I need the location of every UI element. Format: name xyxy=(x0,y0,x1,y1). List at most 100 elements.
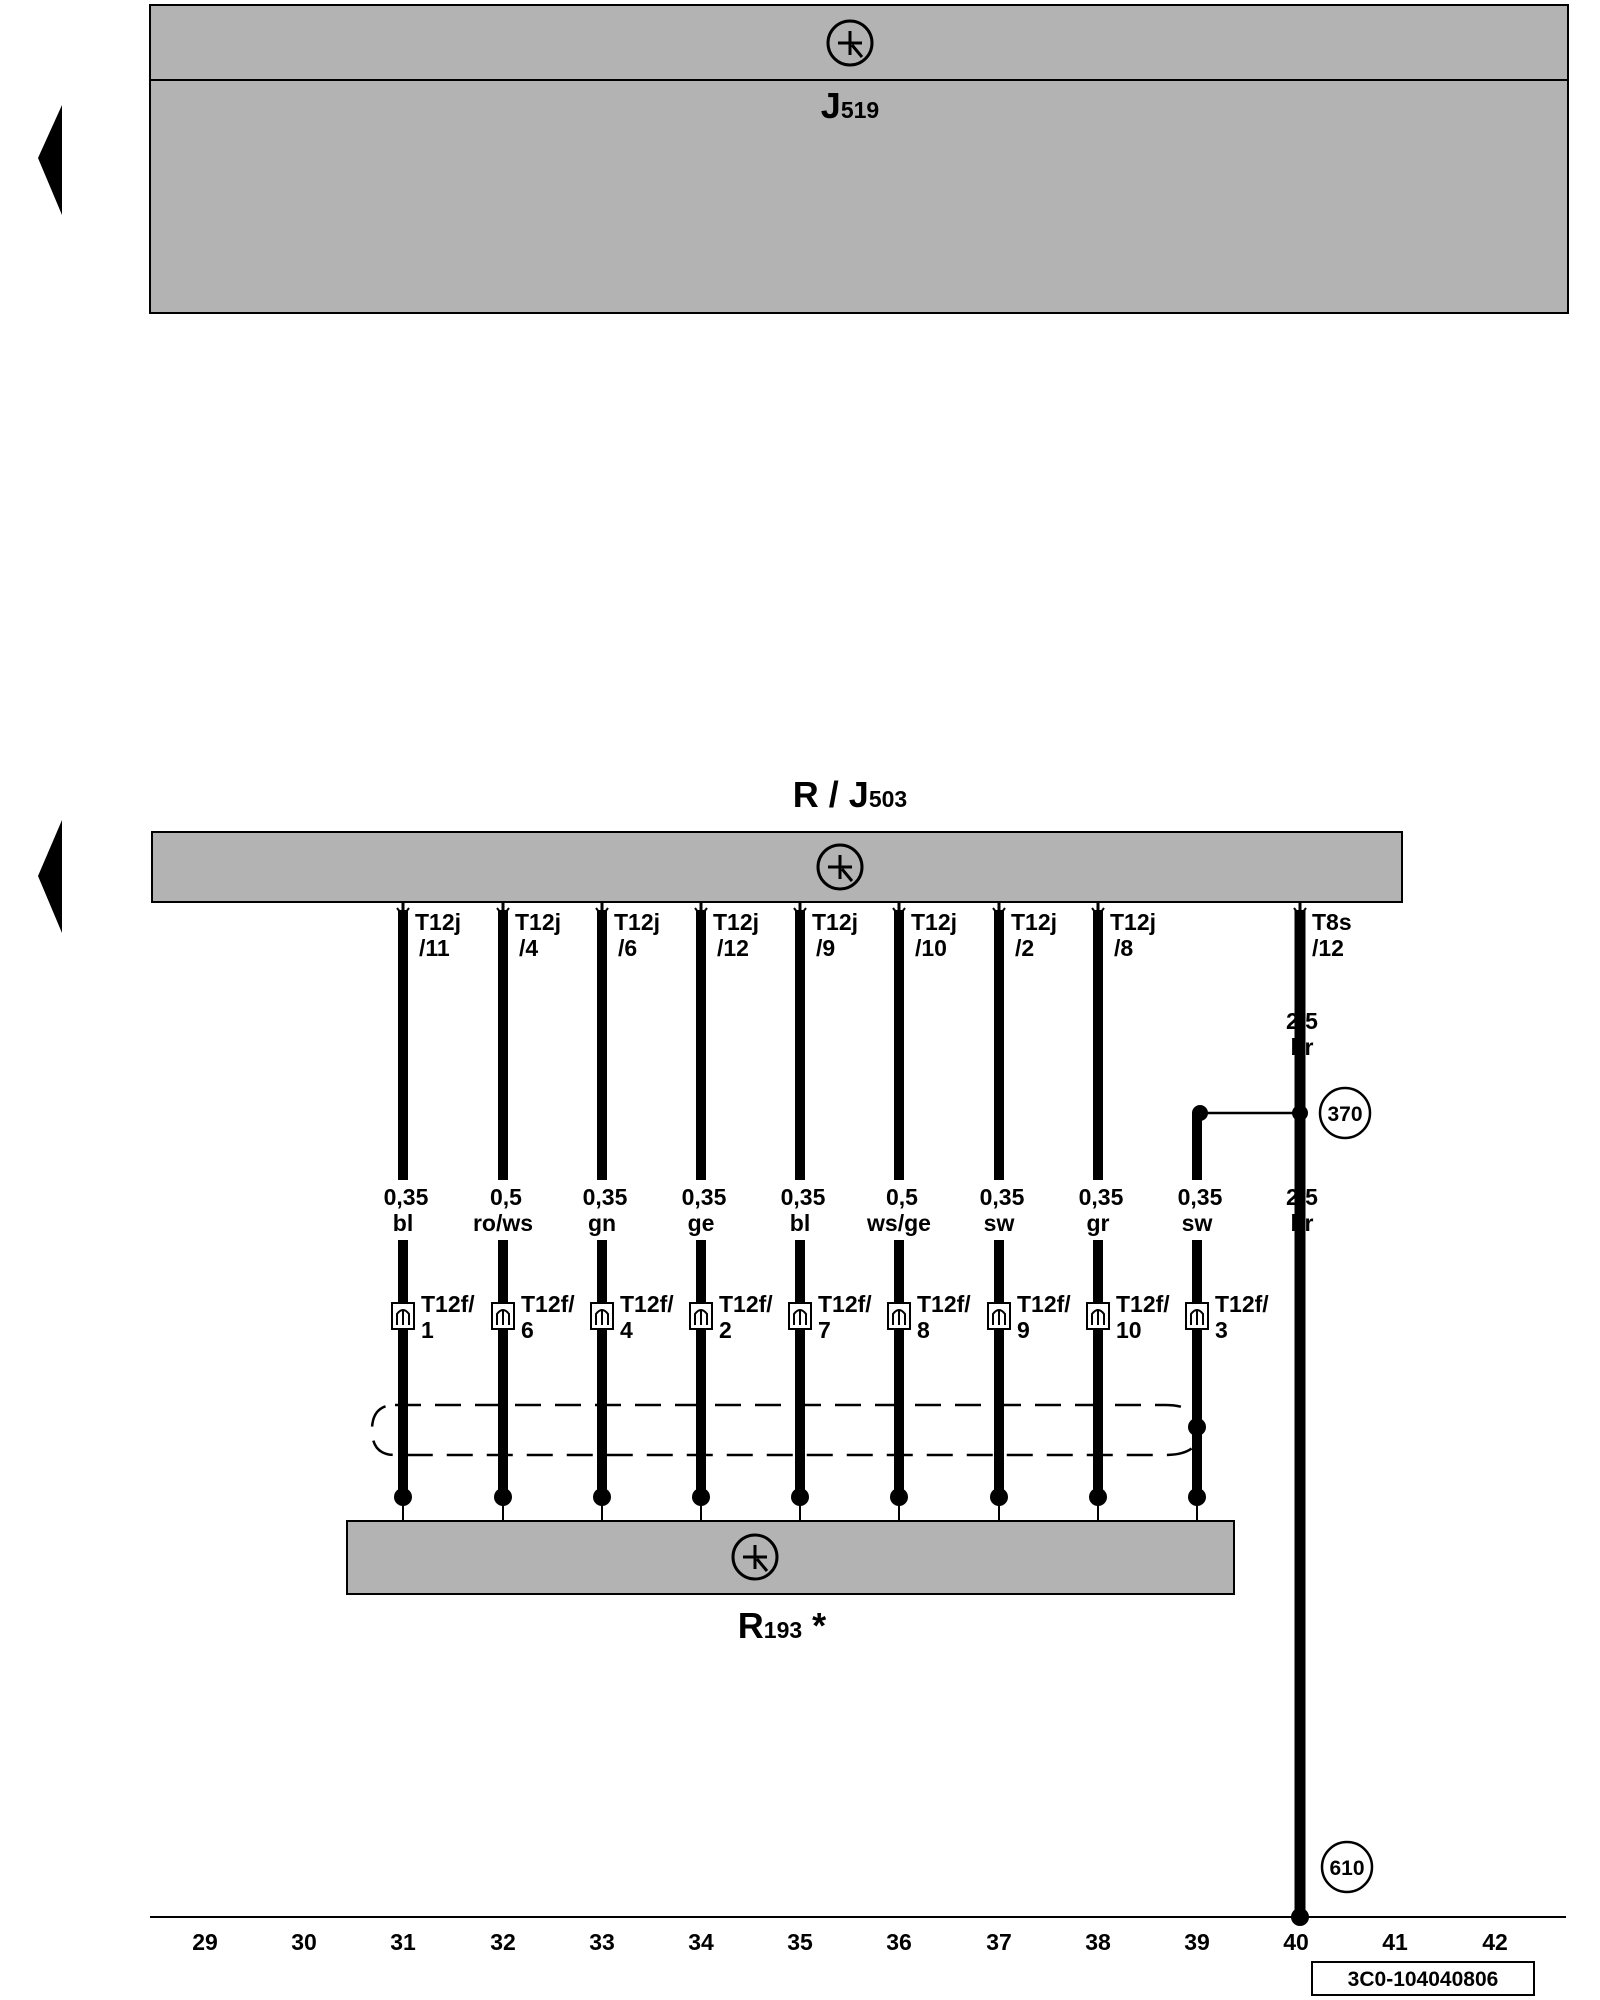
pin-label: /4 xyxy=(519,935,538,961)
pin-label: /10 xyxy=(915,935,947,961)
shield-junction-dot xyxy=(1188,1418,1206,1436)
connector-arrow-icon xyxy=(1293,902,1307,917)
pin-label: T12f/ xyxy=(1215,1291,1269,1317)
column-number: 32 xyxy=(490,1929,516,1955)
wire-spec-label: 2,5 xyxy=(1286,1184,1318,1210)
column-number: 30 xyxy=(291,1929,317,1955)
pin-label: T12f/ xyxy=(719,1291,773,1317)
terminal-dot xyxy=(890,1488,908,1506)
pin-label: T12f/ xyxy=(1116,1291,1170,1317)
pin-label: 8 xyxy=(917,1317,930,1343)
pin-label: T12j xyxy=(515,909,561,935)
column-number: 33 xyxy=(589,1929,615,1955)
terminal-dot xyxy=(394,1488,412,1506)
pin-label: T8s xyxy=(1312,909,1352,935)
pin-label: T12j xyxy=(415,909,461,935)
pin-label: 10 xyxy=(1116,1317,1142,1343)
terminal-dot xyxy=(494,1488,512,1506)
wire-spec-label: bl xyxy=(790,1210,810,1236)
connector-arrow-icon xyxy=(496,902,510,917)
terminal-dot xyxy=(990,1488,1008,1506)
terminal-dot xyxy=(593,1488,611,1506)
pin-label: /12 xyxy=(1312,935,1344,961)
inline-connector-icon xyxy=(887,1302,911,1330)
pin-label: T12f/ xyxy=(818,1291,872,1317)
pin-label: 3 xyxy=(1215,1317,1228,1343)
module-symbol-icon xyxy=(826,19,874,67)
connector-arrow-icon xyxy=(793,902,807,917)
wire-spec-label: 0,35 xyxy=(781,1184,826,1210)
inline-connector-icon xyxy=(1086,1302,1110,1330)
pin-label: 7 xyxy=(818,1317,831,1343)
wire-spec-label: 0,5 xyxy=(886,1184,918,1210)
inline-connector-icon xyxy=(689,1302,713,1330)
document-id: 3C0-104040806 xyxy=(1348,1968,1499,1991)
column-number: 38 xyxy=(1085,1929,1111,1955)
connector-arrow-icon xyxy=(1091,902,1105,917)
wire-spec-label: br xyxy=(1291,1034,1314,1060)
pin-label: T12j xyxy=(1110,909,1156,935)
ground-wire: T8s /12 2,5 br 370 2,5 br 610 xyxy=(1192,902,1374,1926)
inline-connector-icon xyxy=(491,1302,515,1330)
document-id-box: 3C0-104040806 xyxy=(1311,1961,1535,1996)
wire-spec-label: 0,35 xyxy=(384,1184,429,1210)
component-label-r193: R193* xyxy=(738,1605,826,1646)
column-number: 42 xyxy=(1482,1929,1508,1955)
column-number: 31 xyxy=(390,1929,416,1955)
page-back-arrow-bottom[interactable] xyxy=(38,820,62,933)
wire-spec-label: ws/ge xyxy=(866,1210,931,1236)
column-number: 29 xyxy=(192,1929,218,1955)
module-symbol-icon xyxy=(731,1533,779,1581)
wire-spec-label: 0,35 xyxy=(1079,1184,1124,1210)
pin-label: T12j xyxy=(812,909,858,935)
reference-circle-610: 610 xyxy=(1320,1840,1374,1894)
pin-label: T12f/ xyxy=(620,1291,674,1317)
column-number: 40 xyxy=(1283,1929,1309,1955)
pin-label: T12f/ xyxy=(521,1291,575,1317)
connector-arrow-icon xyxy=(396,902,410,917)
inline-connector-icon xyxy=(590,1302,614,1330)
column-number: 34 xyxy=(688,1929,714,1955)
inline-connector-icon xyxy=(987,1302,1011,1330)
pin-label: 2 xyxy=(719,1317,732,1343)
pin-label: /6 xyxy=(618,935,637,961)
module-symbol-icon xyxy=(816,843,864,891)
column-number: 36 xyxy=(886,1929,912,1955)
shield-loop xyxy=(370,1403,1202,1457)
wire-spec-label: sw xyxy=(1182,1210,1213,1236)
junction-dot xyxy=(1192,1105,1208,1121)
pin-label: 9 xyxy=(1017,1317,1030,1343)
pin-label: T12f/ xyxy=(1017,1291,1071,1317)
pin-label: 4 xyxy=(620,1317,633,1343)
terminal-dot xyxy=(791,1488,809,1506)
page-back-arrow-top[interactable] xyxy=(38,105,62,215)
wire-spec-label: br xyxy=(1291,1210,1314,1236)
wire-spec-label: 2,5 xyxy=(1286,1008,1318,1034)
pin-label: /2 xyxy=(1015,935,1034,961)
pin-label: /11 xyxy=(419,935,450,961)
pin-label: 1 xyxy=(421,1317,434,1343)
column-number: 41 xyxy=(1382,1929,1408,1955)
pin-label: T12j xyxy=(911,909,957,935)
wire-spec-label: 0,35 xyxy=(1178,1184,1223,1210)
inline-connector-icon xyxy=(788,1302,812,1330)
wire-spec-label: 0,5 xyxy=(490,1184,522,1210)
connector-arrow-icon xyxy=(992,902,1006,917)
component-label-radio: R / J503 xyxy=(793,774,907,815)
column-number: 39 xyxy=(1184,1929,1210,1955)
svg-text:370: 370 xyxy=(1327,1103,1362,1126)
wire-spec-label: ge xyxy=(688,1210,715,1236)
control-unit-j519: J519 xyxy=(149,4,1569,314)
inline-connector-icon xyxy=(1185,1302,1209,1330)
wire-spec-label: 0,35 xyxy=(583,1184,628,1210)
wire-spec-label: ro/ws xyxy=(473,1210,533,1236)
